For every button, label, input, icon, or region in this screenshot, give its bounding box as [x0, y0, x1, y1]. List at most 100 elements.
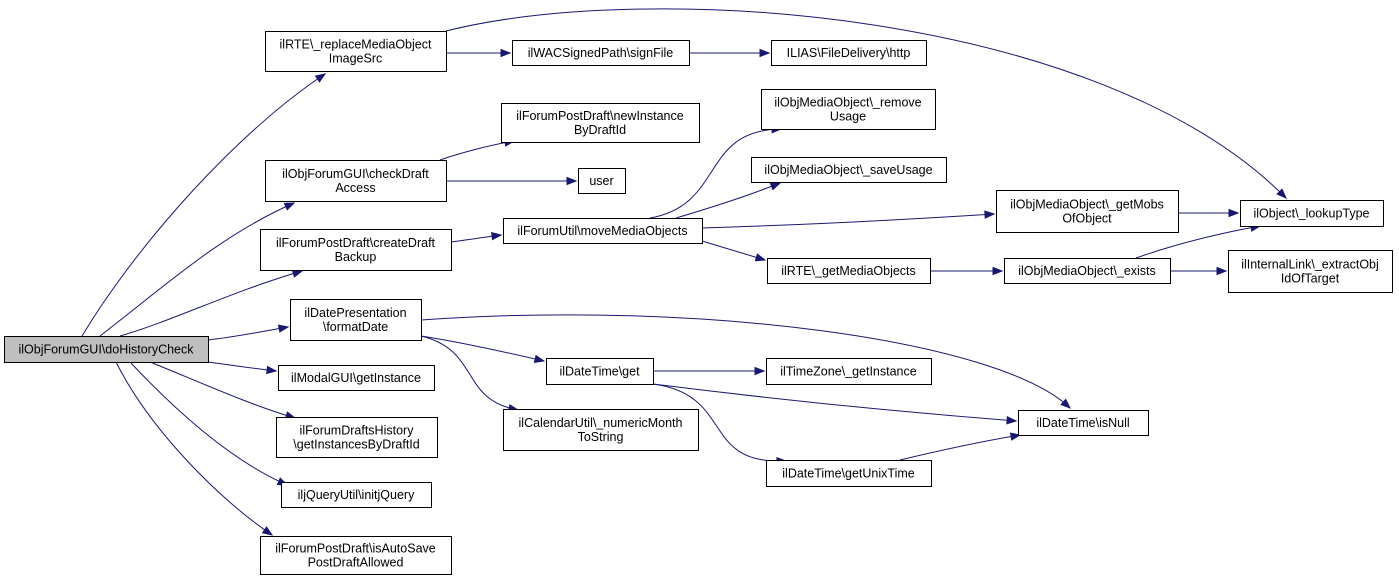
edge-createDraft-moveMedia	[450, 232, 503, 243]
edge-signFile-http	[689, 48, 771, 58]
arrowhead-icon	[500, 48, 512, 58]
arrowhead-icon	[1006, 416, 1018, 425]
node-label: \formatDate	[323, 320, 388, 334]
node-box	[4, 336, 209, 363]
node-label: ilForumPostDraft\isAutoSave	[275, 542, 436, 556]
edge-root-checkDraft	[99, 202, 296, 337]
arrowhead-icon	[261, 526, 274, 536]
node-label: Access	[335, 181, 375, 195]
edge-replaceMedia-signFile	[446, 48, 512, 58]
node-box	[265, 31, 447, 72]
arrowhead-icon	[533, 354, 546, 364]
edge-line	[115, 361, 273, 536]
arrowhead-icon	[1216, 266, 1228, 276]
edge-line	[649, 128, 782, 219]
node-dt-get[interactable]: ilDateTime\get	[546, 358, 654, 385]
edge-root-initjQuery	[129, 361, 289, 486]
node-label: ilObject\_lookupType	[1253, 207, 1369, 221]
node-box	[546, 358, 654, 385]
arrowhead-icon	[759, 48, 771, 58]
edge-line	[439, 140, 515, 161]
node-box	[265, 160, 447, 202]
node-sign-file[interactable]: ilWACSignedPath\signFile	[512, 40, 690, 66]
arrowhead-icon	[566, 176, 578, 186]
node-box	[503, 218, 703, 244]
edge-root-modalGUI	[207, 361, 278, 375]
node-box	[290, 299, 422, 341]
node-auto-save[interactable]: ilForumPostDraft\isAutoSavePostDraftAllo…	[260, 536, 452, 575]
edge-line	[701, 213, 995, 229]
node-tz-get[interactable]: ilTimeZone\_getInstance	[766, 358, 932, 385]
node-label: ilWACSignedPath\signFile	[528, 46, 673, 60]
node-initj-query[interactable]: iljQueryUtil\initjQuery	[281, 482, 432, 508]
node-move-media[interactable]: ilForumUtil\moveMediaObjects	[503, 218, 703, 244]
arrowhead-icon	[1060, 398, 1072, 409]
node-label: ilInternalLink\_extractObj	[1241, 258, 1379, 272]
node-box	[766, 460, 932, 487]
node-label: ILIAS\FileDelivery\http	[787, 46, 911, 60]
edge-getMobs-lookupType	[1178, 208, 1240, 218]
edge-formatDate-numericMonth	[420, 335, 520, 413]
node-label: ImageSrc	[329, 52, 383, 66]
edge-line	[119, 270, 303, 337]
arrowhead-icon	[769, 182, 782, 191]
edge-line	[420, 314, 1071, 409]
node-box	[578, 168, 626, 194]
node-root[interactable]: ilObjForumGUI\doHistoryCheck	[4, 336, 209, 363]
edge-line	[99, 202, 295, 337]
node-modal-g-u-i[interactable]: ilModalGUI\getInstance	[278, 365, 435, 391]
node-box	[281, 482, 432, 508]
node-label: ilRTE\_replaceMediaObject	[280, 38, 432, 52]
edge-line	[675, 182, 781, 219]
node-lookup-type[interactable]: ilObject\_lookupType	[1240, 200, 1384, 227]
node-box	[761, 89, 936, 130]
node-box	[278, 365, 435, 391]
node-box	[503, 409, 699, 451]
arrowhead-icon	[984, 210, 996, 219]
node-label: ToString	[578, 430, 624, 444]
edge-line	[652, 383, 1017, 422]
node-save-usage[interactable]: ilObjMediaObject\_saveUsage	[751, 157, 947, 183]
node-get-media-objects[interactable]: ilRTE\_getMediaObjects	[767, 258, 931, 284]
node-format-date[interactable]: ilDatePresentation\formatDate	[290, 299, 422, 341]
node-http[interactable]: ILIAS\FileDelivery\http	[771, 40, 927, 66]
node-box	[996, 190, 1179, 233]
node-label: IdOfTarget	[1281, 272, 1340, 286]
arrowhead-icon	[1009, 432, 1022, 441]
node-box	[1004, 258, 1171, 284]
node-label: ilDateTime\get	[559, 365, 640, 379]
node-box	[1228, 250, 1393, 293]
arrowhead-icon	[491, 232, 503, 241]
arrowhead-icon	[1276, 188, 1287, 199]
edge-dtGet-isNull	[652, 383, 1018, 425]
arrowhead-icon	[291, 269, 304, 278]
node-label: ilTimeZone\_getInstance	[780, 365, 916, 379]
node-get-unix-time[interactable]: ilDateTime\getUnixTime	[766, 460, 932, 487]
arrowhead-icon	[754, 253, 767, 262]
node-label: ilRTE\_getMediaObjects	[781, 264, 916, 278]
edge-root-autoSave	[115, 361, 274, 536]
node-box	[1018, 410, 1149, 436]
arrowhead-icon	[1228, 208, 1240, 218]
edge-line	[420, 335, 545, 362]
edge-line	[445, 8, 1287, 199]
node-label: ilForumUtil\moveMediaObjects	[517, 224, 687, 238]
edge-formatDate-isNull	[420, 314, 1072, 409]
arrowhead-icon	[277, 324, 290, 333]
node-drafts-history[interactable]: ilForumDraftsHistory\getInstancesByDraft…	[276, 417, 438, 458]
edge-getMediaObjects-exists	[929, 266, 1004, 276]
node-is-null[interactable]: ilDateTime\isNull	[1018, 410, 1149, 436]
node-label: ilObjForumGUI\checkDraft	[282, 167, 429, 181]
node-label: ilObjMediaObject\_exists	[1018, 264, 1156, 278]
node-user[interactable]: user	[578, 168, 626, 194]
node-label: ilObjMediaObject\_remove	[774, 96, 921, 110]
node-exists[interactable]: ilObjMediaObject\_exists	[1004, 258, 1171, 284]
